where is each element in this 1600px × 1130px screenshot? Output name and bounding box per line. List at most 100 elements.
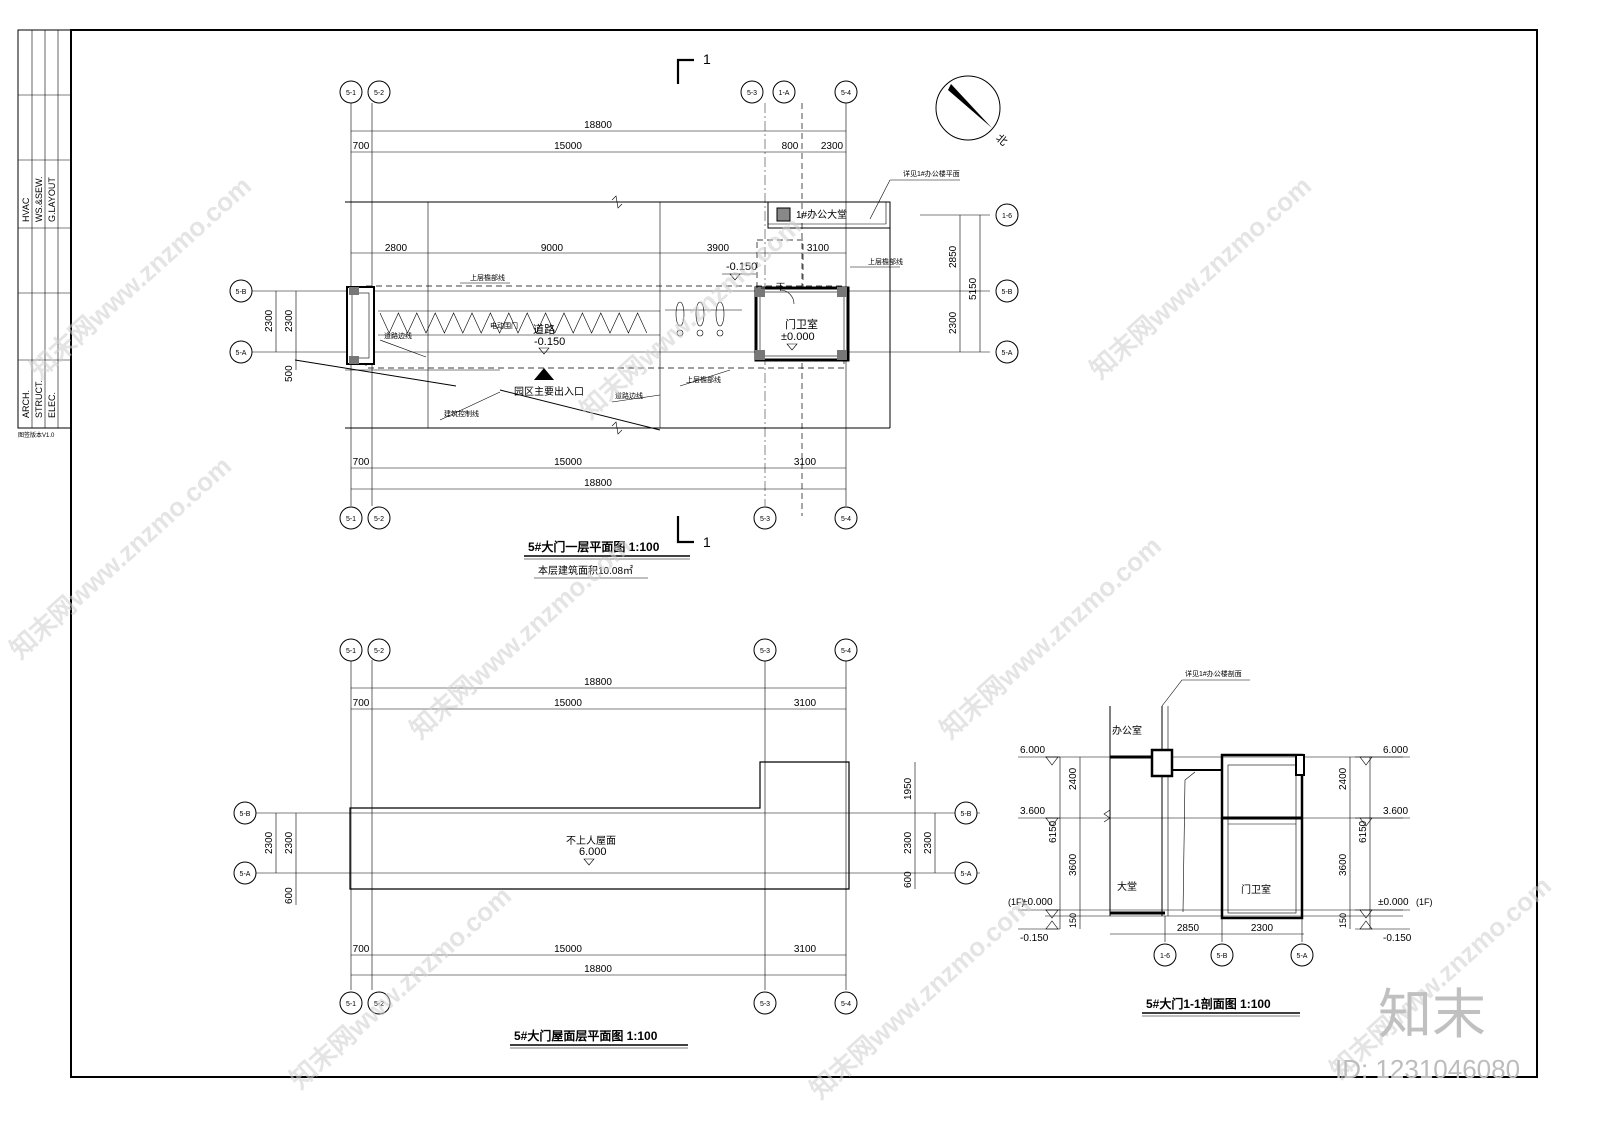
label-upper-eave-1: 上层檐部线 [470, 273, 505, 282]
svg-text:150: 150 [1338, 913, 1348, 928]
axis-5-a-sec: 5-A [1290, 943, 1314, 967]
axis-5-2-bottom: 5-2 [367, 991, 391, 1015]
svg-text:1: 1 [703, 534, 711, 550]
north-label: 北 [993, 131, 1010, 148]
svg-text:3.600: 3.600 [1383, 806, 1408, 817]
axis-5-a-left: 5-A [229, 340, 253, 364]
tb-row-struct: STRUCT. [34, 380, 44, 418]
svg-text:5-B: 5-B [1217, 953, 1228, 960]
svg-text:500: 500 [284, 365, 295, 382]
svg-text:1-A: 1-A [779, 90, 790, 97]
label-down: 下 [776, 282, 785, 292]
axis-5-2-top: 5-2 [367, 638, 391, 662]
entrance-arrow [534, 368, 554, 380]
axis-5-3-bottom: 5-3 [753, 991, 777, 1015]
sec-guard-house: 门卫室 [1220, 753, 1305, 920]
svg-text:1950: 1950 [903, 777, 914, 800]
svg-text:3100: 3100 [794, 698, 817, 709]
axis-1-a-top: 1-A [772, 80, 796, 104]
axis-5-3-top: 5-3 [753, 638, 777, 662]
plan1-title: 5#大门一层平面图 1:100 [528, 539, 660, 554]
svg-text:5-3: 5-3 [747, 90, 757, 97]
svg-text:700: 700 [353, 457, 370, 468]
svg-text:600: 600 [284, 887, 295, 904]
svg-text:700: 700 [353, 698, 370, 709]
svg-text:知末网www.znzmo.com: 知末网www.znzmo.com [24, 170, 257, 384]
watermark-brand: 知末 [1378, 985, 1486, 1045]
svg-text:知末网www.znzmo.com: 知末网www.znzmo.com [404, 530, 637, 744]
tb-row-hvac: HVAC [21, 197, 31, 222]
label-level-a: -0.150 [726, 261, 757, 273]
plan1-dims-bottom: 700 15000 3100 18800 [351, 457, 846, 490]
svg-text:5-3: 5-3 [760, 516, 770, 523]
tb-row-elec: ELEC. [47, 392, 57, 418]
svg-text:6.000: 6.000 [1020, 745, 1045, 756]
svg-text:1: 1 [703, 51, 711, 67]
sec-see-office: 详见1#办公楼剖面 [1185, 669, 1242, 678]
section-mark-bottom: 1 [676, 516, 711, 550]
svg-text:2850: 2850 [948, 245, 959, 268]
axis-5-3-bottom: 5-3 [753, 506, 777, 530]
svg-text:2800: 2800 [385, 243, 408, 254]
axis-5-a-right: 5-A [995, 340, 1019, 364]
svg-text:5-B: 5-B [1002, 289, 1013, 296]
svg-text:5-A: 5-A [236, 350, 247, 357]
roof-label: 不上人屋面 [566, 835, 616, 847]
svg-text:2300: 2300 [903, 831, 914, 854]
section-mark-top: 1 [676, 51, 711, 84]
plan1-dims-left: 2300 2300 500 [264, 291, 297, 382]
axis-5-b-right: 5-B [995, 279, 1019, 303]
sec-levels-left: 6.000 3.600 ±0.000 (1F) -0.150 2400 6150… [1008, 745, 1081, 944]
svg-text:600: 600 [903, 871, 914, 888]
svg-text:±0.000: ±0.000 [1022, 897, 1053, 908]
svg-text:5-A: 5-A [961, 871, 972, 878]
label-road-edge-1: 道路边线 [384, 331, 412, 340]
ground-floor-plan: 1#办公大堂 详见1#办公楼平面 [229, 80, 1019, 579]
svg-text:800: 800 [782, 141, 799, 152]
svg-text:知末网www.znzmo.com: 知末网www.znzmo.com [1084, 170, 1317, 384]
svg-text:3100: 3100 [794, 944, 817, 955]
svg-text:(1F): (1F) [1416, 897, 1433, 907]
svg-text:5150: 5150 [968, 277, 979, 300]
svg-text:5-3: 5-3 [760, 1001, 770, 1008]
svg-text:5-1: 5-1 [346, 516, 356, 523]
roof-outline [349, 761, 850, 890]
svg-text:2300: 2300 [923, 831, 934, 854]
svg-text:-0.150: -0.150 [1020, 933, 1049, 944]
svg-text:5-B: 5-B [240, 811, 251, 818]
svg-text:-0.150: -0.150 [1383, 933, 1412, 944]
svg-text:知末网www.znzmo.com: 知末网www.znzmo.com [284, 880, 517, 1094]
svg-text:18800: 18800 [584, 964, 612, 975]
svg-text:3600: 3600 [1338, 853, 1349, 876]
tb-row-arch: ARCH. [21, 390, 31, 418]
svg-text:3600: 3600 [1068, 853, 1079, 876]
svg-text:5-2: 5-2 [374, 648, 384, 655]
svg-text:1-6: 1-6 [1160, 953, 1170, 960]
svg-text:2300: 2300 [284, 309, 295, 332]
label-electric-gate: 电动围门 [490, 321, 518, 330]
roof-level: 6.000 [579, 846, 607, 858]
svg-text:2300: 2300 [264, 831, 275, 854]
axis-5-b-left: 5-B [229, 279, 253, 303]
svg-text:3100: 3100 [794, 457, 817, 468]
plan1-dims-right: 2850 5150 2300 [948, 215, 981, 352]
svg-text:3100: 3100 [807, 243, 830, 254]
axis-5-b-sec: 5-B [1210, 943, 1234, 967]
svg-text:3900: 3900 [707, 243, 730, 254]
guard-room: 下 门卫室 ±0.000 [754, 239, 850, 362]
svg-text:2400: 2400 [1338, 767, 1349, 790]
axis-5-b-left: 5-B [233, 801, 257, 825]
svg-text:2400: 2400 [1068, 767, 1079, 790]
svg-text:2300: 2300 [1251, 923, 1274, 934]
svg-text:±0.000: ±0.000 [1378, 897, 1409, 908]
axis-5-1-top: 5-1 [339, 80, 363, 104]
svg-text:5-A: 5-A [1002, 350, 1013, 357]
axis-1-6-sec: 1-6 [1153, 943, 1177, 967]
axis-5-4-top: 5-4 [834, 80, 858, 104]
label-road: 道路 [533, 322, 555, 336]
label-guard-room: 门卫室 [785, 317, 818, 331]
turnstiles [665, 301, 742, 337]
axis-5-4-top: 5-4 [834, 638, 858, 662]
section-1-1: 办公室 大堂 详见1#办公楼剖面 门卫室 6.000 3.600 ±0.000 … [1008, 669, 1433, 1017]
watermark-id: ID: 1231046080 [1335, 1054, 1520, 1084]
